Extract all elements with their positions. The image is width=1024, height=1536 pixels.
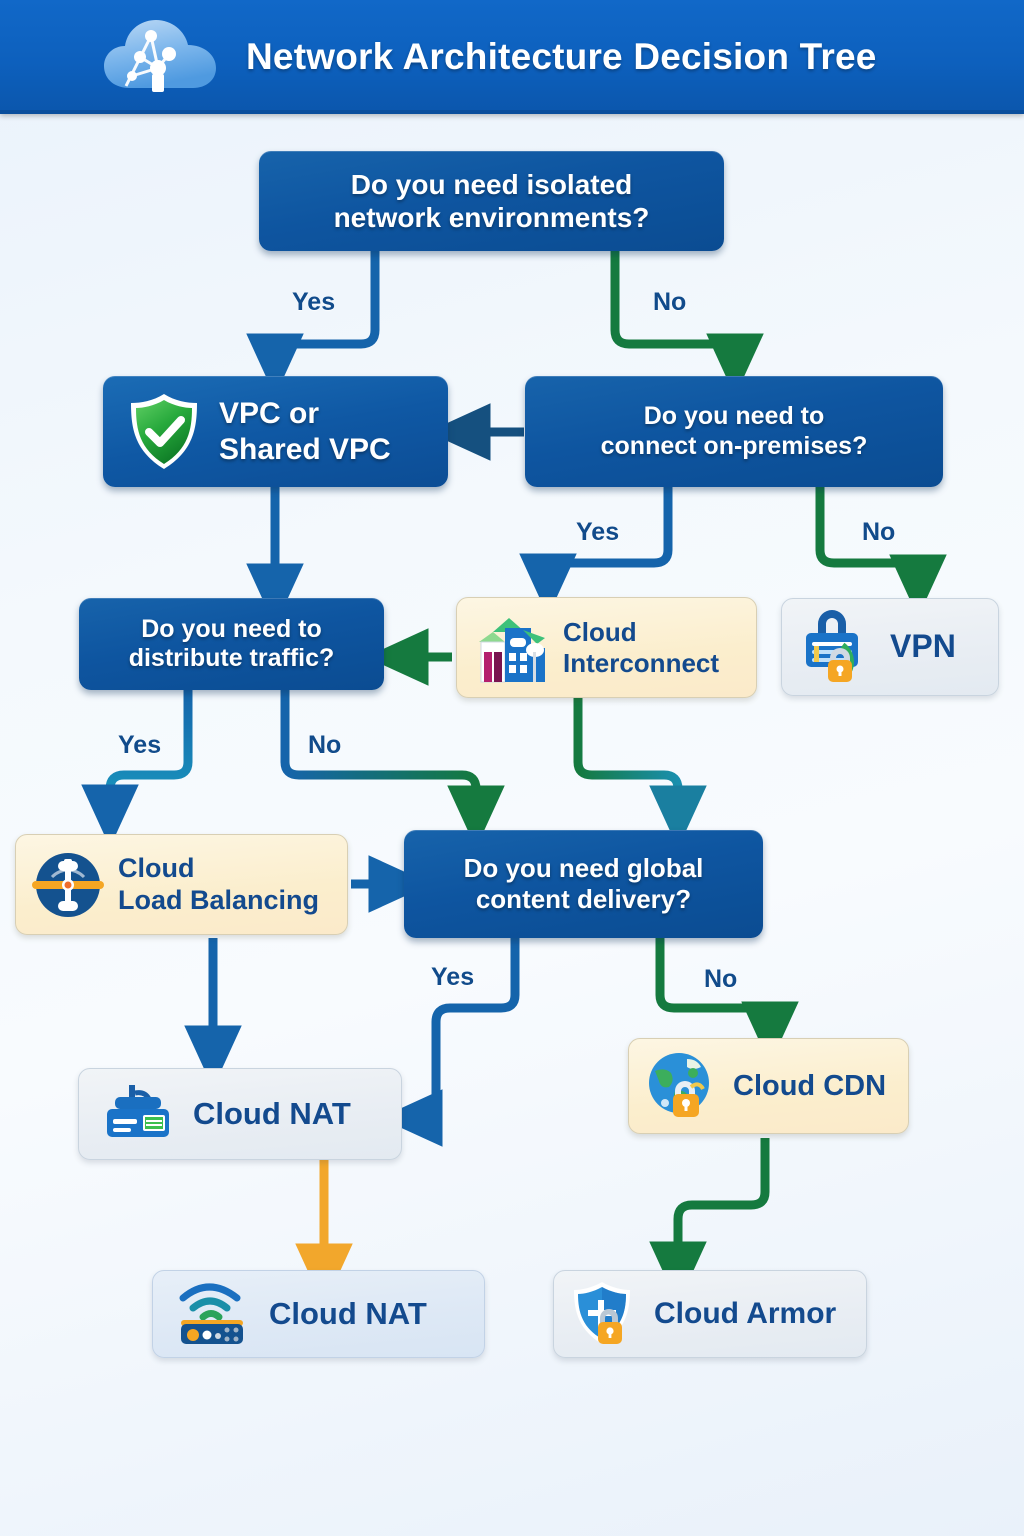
product-node-cloud-cdn[interactable]: Cloud CDN (628, 1038, 909, 1134)
node-label: Cloud Armor (654, 1297, 837, 1331)
edge-label-cdnq-no: No (704, 965, 738, 993)
product-node-cloud-load-balancing[interactable]: Cloud Load Balancing (15, 834, 348, 935)
node-label: Do you need isolated network environment… (333, 168, 650, 233)
globe-lock-icon (643, 1047, 721, 1125)
nat-gateway-icon (101, 1081, 177, 1147)
wifi-router-icon (175, 1280, 253, 1348)
node-label: Cloud Load Balancing (118, 852, 320, 915)
decision-node-connect-on-premises[interactable]: Do you need to connect on-premises? (525, 376, 943, 487)
decision-node-global-content-delivery[interactable]: Do you need global content delivery? (404, 830, 763, 938)
edge-distribute-yes (81, 690, 193, 848)
page-title: Network Architecture Decision Tree (246, 36, 877, 77)
cloud-network-icon (96, 14, 228, 100)
node-label: Cloud CDN (733, 1069, 887, 1102)
shield-lock-icon (568, 1278, 642, 1350)
decision-node-isolated-network[interactable]: Do you need isolated network environment… (259, 151, 724, 251)
edge-label-onprem-yes: Yes (576, 518, 620, 546)
node-label: VPC or Shared VPC (219, 397, 391, 466)
decision-node-distribute-traffic[interactable]: Do you need to distribute traffic? (79, 598, 384, 690)
edge-cdn-armor (649, 1138, 770, 1305)
product-node-vpc-shared-vpc[interactable]: VPC or Shared VPC (103, 376, 448, 487)
product-node-vpn[interactable]: VPN (781, 598, 999, 696)
node-label: Do you need to distribute traffic? (128, 614, 335, 673)
shield-check-icon (121, 389, 207, 475)
edge-label-root-yes: Yes (292, 288, 336, 316)
product-node-cloud-armor[interactable]: Cloud Armor (553, 1270, 867, 1358)
edge-distribute-no (280, 690, 505, 849)
product-node-cloud-interconnect[interactable]: Cloud Interconnect (456, 597, 757, 698)
edge-label-distribute-no: No (308, 731, 342, 759)
header-underline (0, 110, 1024, 114)
node-label: Do you need global content delivery? (463, 853, 704, 914)
edge-interconnect-globalcdn (573, 698, 707, 849)
edge-globalcdn-no (655, 938, 799, 1065)
edge-onprem-yes (519, 487, 673, 617)
edge-label-root-no: No (653, 288, 687, 316)
product-node-cloud-nat-gateway[interactable]: Cloud NAT (78, 1068, 402, 1160)
node-label: Cloud NAT (269, 1295, 427, 1331)
edge-label-cdnq-yes: Yes (431, 963, 475, 991)
lock-briefcase-icon (796, 608, 876, 686)
edge-globalcdn-yes (379, 938, 520, 1147)
edge-root-no (610, 250, 764, 397)
node-label: VPN (890, 628, 956, 665)
page-header: Network Architecture Decision Tree (0, 0, 1024, 114)
edge-label-onprem-no: No (862, 518, 896, 546)
node-label: Cloud Interconnect (563, 616, 720, 678)
product-node-cloud-nat-router[interactable]: Cloud NAT (152, 1270, 485, 1358)
node-label: Cloud NAT (193, 1095, 351, 1131)
building-interconnect-icon (471, 608, 553, 688)
edge-label-distribute-yes: Yes (118, 731, 162, 759)
edge-onprem-no (815, 487, 947, 618)
edge-root-yes (246, 250, 380, 397)
node-label: Do you need to connect on-premises? (600, 402, 868, 460)
load-balancer-icon (28, 845, 108, 925)
